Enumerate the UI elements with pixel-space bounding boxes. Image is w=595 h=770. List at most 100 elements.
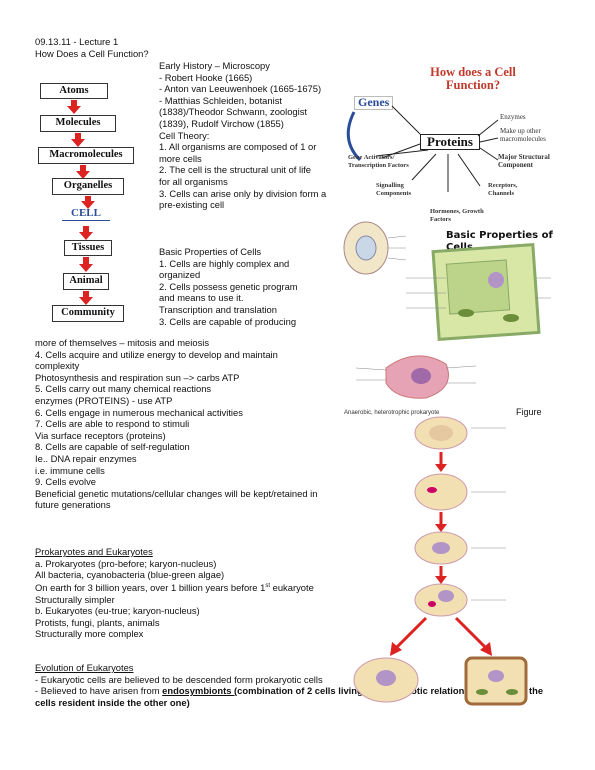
text-line: 4. Cells acquire and utilize energy to d…: [35, 348, 278, 360]
evolution-figure-label: Anaerobic, heterotrophic prokaryote: [344, 410, 440, 416]
basic-props-continued: more of themselves – mitosis and meiosis…: [35, 337, 317, 511]
section-title: Evolution of Eukaryotes: [35, 662, 134, 673]
major-structural-label: Major Structural: [498, 153, 550, 161]
text-line: On earth for 3 billion years, over 1 bil…: [35, 581, 314, 594]
text-line: Structurally simpler: [35, 593, 115, 605]
text-line: a. Prokaryotes (pro-before; karyon-nucle…: [35, 557, 217, 569]
text-line: Beneficial genetic mutations/cellular ch…: [35, 487, 318, 499]
text-line: 5. Cells carry out many chemical reactio…: [35, 383, 212, 395]
arrow-head: [71, 139, 85, 147]
text-line: organized: [159, 269, 201, 281]
figure-label: Figure: [516, 407, 542, 417]
section-title: Prokaryotes and Eukaryotes: [35, 546, 153, 557]
makeup-label: Make up other: [500, 127, 541, 135]
text-line: - Anton van Leeuwenhoek (1665-1675): [159, 83, 322, 95]
text-line: complexity: [35, 360, 80, 372]
diagram-title-line2: Function?: [445, 78, 501, 92]
header-question: How Does a Cell Function?: [35, 48, 149, 59]
text-line: and means to use it.: [159, 292, 244, 304]
level-animal: Animal: [63, 273, 109, 290]
text-line: 6. Cells engage in numerous mechanical a…: [35, 406, 243, 418]
text-line: pre-existing cell: [159, 199, 225, 211]
evolution-figure: Anaerobic, heterotrophic prokaryote: [336, 408, 566, 708]
arrow: [83, 257, 89, 265]
level-molecules: Molecules: [40, 115, 116, 132]
gene-activators-label: Gene Activators/: [348, 154, 395, 161]
diagram-title-line1: How does a Cell: [430, 65, 516, 79]
text-line: Cell Theory:: [159, 129, 210, 141]
level-cell: CELL: [62, 207, 110, 221]
text-line: 3. Cells are capable of producing: [159, 315, 297, 327]
arrow-head: [67, 106, 81, 114]
cell-function-diagram: How does a Cell Function? Genes Proteins…: [340, 62, 560, 232]
arrow-head: [76, 171, 90, 179]
factors-label: Factors: [430, 216, 451, 223]
text-line: Via surface receptors (proteins): [35, 429, 166, 441]
text-line: cells resident inside the other one): [35, 696, 190, 708]
text-line: future generations: [35, 499, 111, 511]
text-line: Ie.. DNA repair enzymes: [35, 452, 137, 464]
text-line: (1838)/Theodor Schwann, zoologist: [159, 106, 308, 118]
arrow: [85, 196, 91, 202]
text-line: enzymes (PROTEINS) - use ATP: [35, 394, 173, 406]
arrow: [83, 291, 89, 298]
basic-props-block: Basic Properties of Cells 1. Cells are h…: [159, 246, 298, 327]
header-date: 09.13.11 - Lecture 1: [35, 36, 119, 47]
arrow-head: [79, 297, 93, 305]
text-line: 7. Cells are able to respond to stimuli: [35, 418, 190, 430]
arrow-head: [79, 232, 93, 240]
text-line: 2. The cell is the structural unit of li…: [159, 164, 311, 176]
evolution-illustrations: [353, 416, 528, 706]
proteins-label: Proteins: [420, 134, 480, 150]
text-line: - Matthias Schleiden, botanist: [159, 94, 282, 106]
arrow: [71, 100, 77, 107]
level-atoms: Atoms: [40, 83, 108, 99]
text-line: 1. All organisms are composed of 1 or: [159, 141, 317, 153]
text-line: Basic Properties of Cells: [159, 246, 262, 257]
text-line: 9. Cells evolve: [35, 476, 96, 488]
text-span: On earth for 3 billion years, over 1 bil…: [35, 581, 266, 593]
arrow: [83, 226, 89, 233]
text-line: more cells: [159, 152, 202, 164]
text-line: - Eukaryotic cells are believed to be de…: [35, 673, 323, 685]
text-line: 8. Cells are capable of self-regulation: [35, 441, 190, 453]
text-line: Photosynthesis and respiration sun –> ca…: [35, 371, 240, 383]
transcription-label: Transcription Factors: [348, 162, 409, 169]
text-span: endosymbionts (: [162, 685, 238, 697]
text-line: for all organisms: [159, 175, 228, 187]
prok-euk-section: Prokaryotes and Eukaryotes a. Prokaryote…: [35, 546, 314, 640]
cell-illustrations: [343, 221, 551, 399]
basic-props-figure: Basic Properties of Cells Figure: [336, 218, 566, 417]
text-line: 2. Cells possess genetic program: [159, 280, 298, 292]
macromolecules-label: macromolecules: [500, 135, 546, 143]
arrow-head: [79, 264, 93, 272]
text-span: - Believed to have arisen from: [35, 685, 163, 697]
text-line: Structurally more complex: [35, 628, 144, 640]
components-label: Components: [376, 190, 412, 197]
arrow: [80, 165, 86, 172]
channels-label: Channels: [488, 190, 515, 197]
level-organelles: Organelles: [52, 178, 124, 195]
hormones-label: Hormones, Growth: [430, 208, 484, 215]
enzymes-label: Enzymes: [500, 113, 526, 121]
receptors-label: Receptors,: [488, 182, 518, 189]
genes-label: Genes: [354, 96, 394, 110]
text-line: more of themselves – mitosis and meiosis: [35, 337, 210, 348]
text-line: i.e. immune cells: [35, 464, 105, 476]
text-span: eukaryote: [270, 581, 314, 593]
superscript: st: [265, 582, 271, 589]
text-line: 1. Cells are highly complex and: [159, 257, 290, 269]
level-community: Community: [52, 305, 124, 322]
text-line: Early History – Microscopy: [159, 60, 270, 71]
component-label: Component: [498, 161, 534, 169]
text-line: b. Eukaryotes (eu-true; karyon-nucleus): [35, 605, 200, 617]
text-line: All bacteria, cyanobacteria (blue-green …: [35, 569, 225, 581]
basic-props-figure-title: Basic Properties of Cells: [446, 230, 553, 253]
level-tissues: Tissues: [64, 240, 112, 256]
diagram-arrows: [346, 105, 499, 192]
level-macromolecules: Macromolecules: [38, 147, 134, 164]
text-line: (1839), Rudolf Virchow (1855): [159, 117, 284, 129]
text-line: 3. Cells can arise only by division form…: [159, 187, 327, 199]
text-line: - Robert Hooke (1665): [159, 71, 253, 83]
signalling-label: Signalling: [376, 182, 404, 189]
